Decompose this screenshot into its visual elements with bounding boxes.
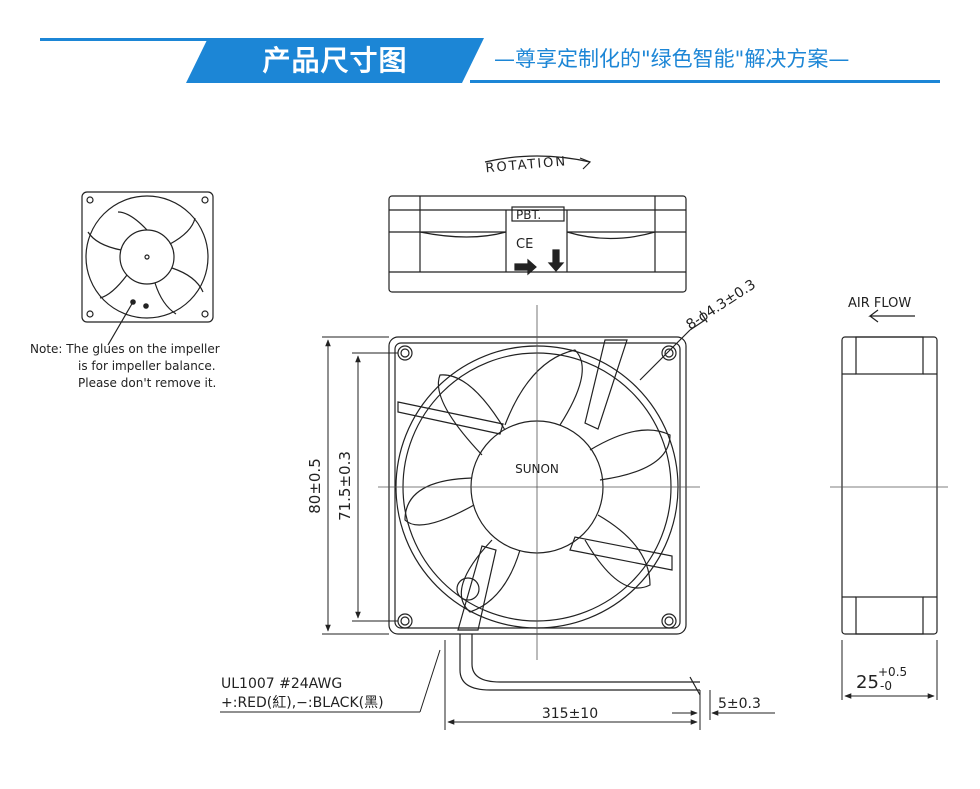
header-rule-left bbox=[40, 38, 210, 41]
pbt-label: PBT. bbox=[516, 208, 541, 222]
front-view bbox=[378, 305, 701, 696]
dim-outer: 80±0.5 bbox=[306, 458, 324, 514]
profile-view bbox=[830, 309, 948, 635]
note-line3: Please don't remove it. bbox=[78, 376, 216, 390]
note-line2: is for impeller balance. bbox=[78, 359, 216, 373]
page-subtitle: —尊享定制化的"绿色智能"解决方案— bbox=[494, 47, 850, 71]
dimension-lines bbox=[220, 336, 938, 730]
dim-lead-length: 315±10 bbox=[542, 706, 598, 722]
dim-thickness: 25 bbox=[856, 672, 879, 693]
dim-thickness-plus: +0.5 bbox=[878, 665, 907, 679]
dim-hole-pitch: 71.5±0.3 bbox=[336, 451, 354, 521]
brand-label: SUNON bbox=[515, 462, 559, 476]
dim-thickness-minus: -0 bbox=[880, 679, 892, 693]
note-line1: Note: The glues on the impeller bbox=[30, 342, 220, 356]
side-view bbox=[388, 155, 687, 293]
air-flow-label: AIR FLOW bbox=[848, 296, 911, 311]
header-rule-right bbox=[470, 80, 940, 83]
wire-spec-line2: +:RED(紅),−:BLACK(黑) bbox=[221, 695, 384, 711]
hole-dimension: 8-ϕ4.3±0.3 bbox=[683, 277, 758, 334]
header-banner bbox=[186, 38, 484, 83]
page-title: 产品尺寸图 bbox=[262, 44, 408, 77]
wire-spec-line1: UL1007 #24AWG bbox=[221, 676, 342, 692]
dim-strip: 5±0.3 bbox=[718, 696, 761, 712]
ce-mark: CE bbox=[516, 237, 533, 252]
rear-view bbox=[81, 191, 214, 346]
rotation-label: ROTATION bbox=[485, 154, 568, 176]
